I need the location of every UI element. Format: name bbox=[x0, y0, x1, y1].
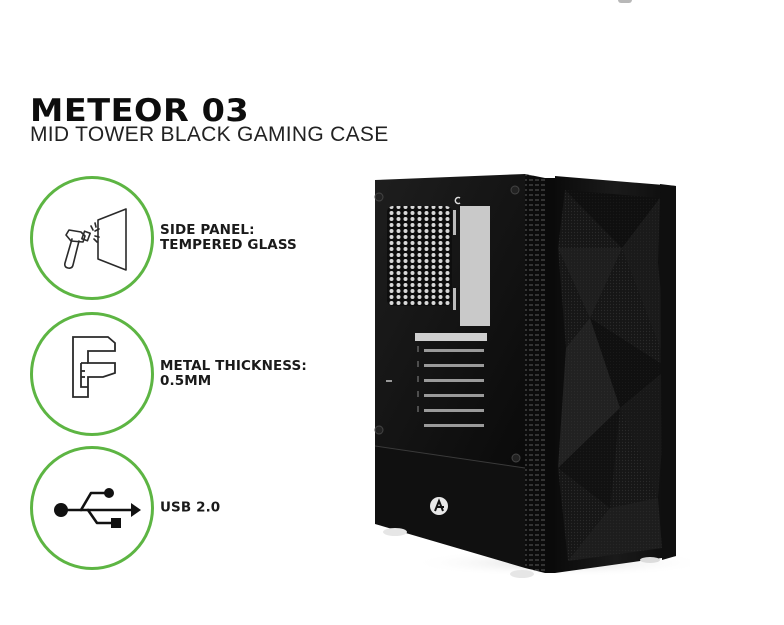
feature-side-panel: SIDE PANEL: TEMPERED GLASS bbox=[30, 176, 350, 300]
caliper-icon bbox=[72, 336, 116, 398]
hammer-glass-icon bbox=[64, 208, 127, 271]
brand-logo-icon bbox=[430, 497, 448, 515]
feature-label-line2: 0.5MM bbox=[160, 373, 212, 389]
feature-label-line1: USB 2.0 bbox=[160, 499, 221, 516]
feature-label-line2: TEMPERED GLASS bbox=[160, 237, 297, 253]
top-edge-artifact bbox=[618, 0, 632, 3]
feature-label: USB 2.0 bbox=[160, 499, 221, 516]
product-title: METEOR 03 bbox=[30, 93, 250, 129]
feature-ring bbox=[30, 312, 154, 436]
usb-icon bbox=[54, 488, 141, 528]
product-image-pc-case bbox=[360, 168, 690, 588]
feature-ring bbox=[30, 446, 154, 570]
feature-label-line1: SIDE PANEL: bbox=[160, 222, 255, 238]
product-subtitle: MID TOWER BLACK GAMING CASE bbox=[30, 123, 389, 146]
feature-ring bbox=[30, 176, 154, 300]
feature-metal-thickness: METAL THICKNESS: 0.5MM bbox=[30, 312, 350, 436]
feature-usb: USB 2.0 bbox=[30, 446, 350, 570]
pc-case-illustration bbox=[374, 174, 690, 578]
feature-label-line1: METAL THICKNESS: bbox=[160, 358, 307, 374]
feature-label: METAL THICKNESS: 0.5MM bbox=[160, 359, 307, 389]
feature-label: SIDE PANEL: TEMPERED GLASS bbox=[160, 223, 297, 253]
